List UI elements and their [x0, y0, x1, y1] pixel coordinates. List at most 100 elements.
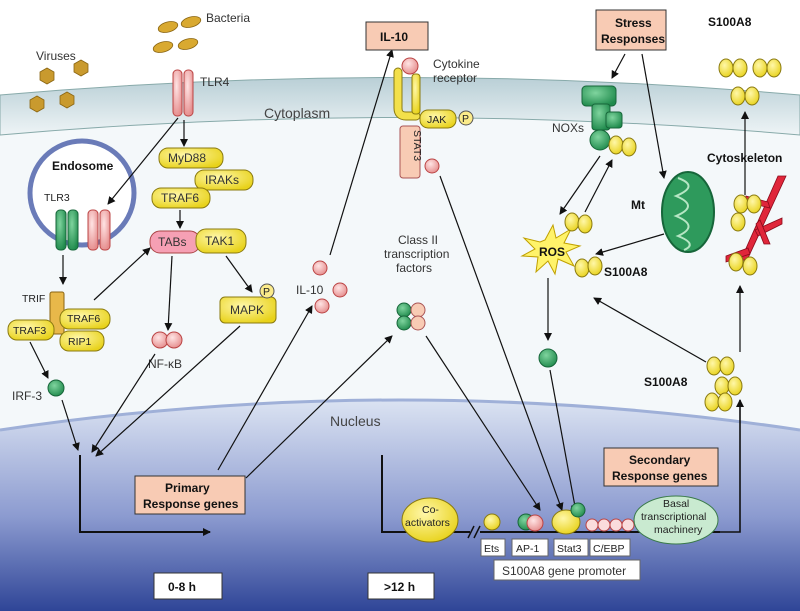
s100a8-cytosolic	[704, 356, 743, 412]
primary-label-2: Response genes	[143, 497, 239, 511]
mt-label: Mt	[631, 198, 645, 212]
cytoplasm-label: Cytoplasm	[264, 105, 330, 121]
cytokine-receptor-label-1: Cytokine	[433, 57, 480, 71]
ets-factor	[483, 513, 501, 531]
trif-label: TRIF	[22, 293, 45, 305]
nfkb-node	[151, 331, 183, 349]
s100a8-top-label: S100A8	[708, 15, 752, 29]
ap1-box	[511, 538, 549, 557]
tak1-label: TAK1	[205, 234, 234, 248]
cebp-label: C/EBP	[593, 543, 625, 555]
basal-label-2: transcriptional	[641, 511, 706, 523]
secondary-label-1: Secondary	[629, 453, 691, 467]
ros-s100a8-right	[574, 256, 603, 278]
nucleus-region	[0, 400, 800, 611]
irf3-label: IRF-3	[12, 389, 42, 403]
cytokine-receptor	[393, 67, 421, 121]
jak-node	[419, 109, 457, 129]
tlr4-label: TLR4	[200, 75, 230, 89]
basal-label-3: machinery	[654, 524, 703, 536]
tabs-label: TABs	[158, 235, 186, 249]
ap1-label: AP-1	[516, 543, 540, 555]
bacteria-label: Bacteria	[206, 11, 250, 25]
mapk-phospho	[259, 283, 275, 299]
stat3-partner	[570, 502, 586, 518]
myd88-label: MyD88	[168, 151, 206, 165]
iraks-node	[194, 169, 254, 191]
time-early-label: 0-8 h	[168, 580, 196, 594]
class2-label-1: Class II	[398, 233, 438, 247]
secondary-response-box	[603, 447, 719, 487]
traf6-top-label: TRAF6	[161, 191, 199, 205]
myd88-node	[158, 147, 224, 169]
ros-icon	[520, 223, 582, 276]
stress-responses-box	[595, 9, 667, 51]
basal-label-1: Basal	[663, 498, 689, 510]
mitochondrion-icon	[661, 171, 715, 253]
secondary-label-2: Response genes	[612, 469, 708, 483]
cytoskeleton-label: Cytoskeleton	[707, 151, 782, 165]
traf6-left-label: TRAF6	[67, 313, 100, 325]
nucleus-label: Nucleus	[330, 413, 381, 429]
mapk-p-label: P	[263, 286, 270, 298]
stress-label-1: Stress	[615, 16, 652, 30]
basal-machinery-node	[633, 495, 719, 545]
traf3-node	[7, 319, 55, 341]
jak-phospho	[458, 110, 474, 126]
ap1-factor-pink	[526, 514, 544, 532]
jak-label: JAK	[427, 114, 446, 126]
stat3-label: Stat3	[557, 543, 582, 555]
endosome-label: Endosome	[52, 159, 114, 173]
ros-s100a8	[564, 212, 593, 234]
stress-label-2: Responses	[601, 32, 665, 46]
tlr3-receptor	[55, 209, 111, 251]
class2-label-3: factors	[396, 261, 432, 275]
stat3-factor	[551, 509, 581, 535]
il10-box	[365, 21, 429, 51]
promoter-label: S100A8 gene promoter	[502, 564, 626, 578]
ros-label: ROS	[539, 245, 565, 259]
il10-box-label: IL-10	[380, 30, 408, 44]
primary-label-1: Primary	[165, 481, 210, 495]
noxs-s100a8	[608, 135, 637, 157]
virus-icon	[29, 59, 89, 113]
il10-ligand	[401, 57, 419, 75]
coactivators-label-1: Co-	[422, 504, 439, 516]
cytokine-receptor-label-2: receptor	[433, 71, 477, 85]
tlr3-label: TLR3	[44, 192, 70, 204]
il10-molecules	[312, 260, 348, 314]
traf3-label: TRAF3	[13, 325, 46, 337]
tlr4-receptor	[172, 69, 194, 117]
ets-label: Ets	[484, 543, 499, 555]
ets-box	[480, 538, 506, 557]
irf3-node	[47, 379, 65, 397]
class2-tf-molecules	[396, 302, 426, 331]
time-early-box	[153, 572, 223, 600]
ros-transcription-factor	[538, 348, 558, 368]
bacteria-icon	[152, 16, 202, 53]
noxs-complex	[581, 85, 623, 151]
time-late-box	[367, 572, 435, 600]
iraks-label: IRAKs	[205, 173, 239, 187]
rip1-label: RIP1	[68, 336, 92, 348]
secondary-output-arrow	[720, 399, 744, 533]
stat3-box	[553, 538, 589, 557]
s100a8-mid-label: S100A8	[604, 265, 648, 279]
noxs-label: NOXs	[552, 121, 584, 135]
il10-mid-label: IL-10	[296, 283, 324, 297]
class2-label-2: transcription	[384, 247, 449, 261]
cytoskeleton-s100a8	[728, 194, 762, 276]
dna-break	[467, 525, 481, 539]
viruses-label: Viruses	[36, 49, 76, 63]
stat3-vertical-node	[399, 125, 421, 179]
traf6-left-node	[59, 308, 111, 330]
cebp-box	[589, 538, 631, 557]
stat3-vertical-label: STAT3	[411, 130, 423, 161]
promoter-box	[493, 559, 641, 581]
stat3-phospho	[424, 158, 440, 174]
nfkb-label: NF-κB	[148, 357, 182, 371]
time-late-label: >12 h	[384, 580, 415, 594]
coactivators-label-2: activators	[405, 517, 450, 529]
